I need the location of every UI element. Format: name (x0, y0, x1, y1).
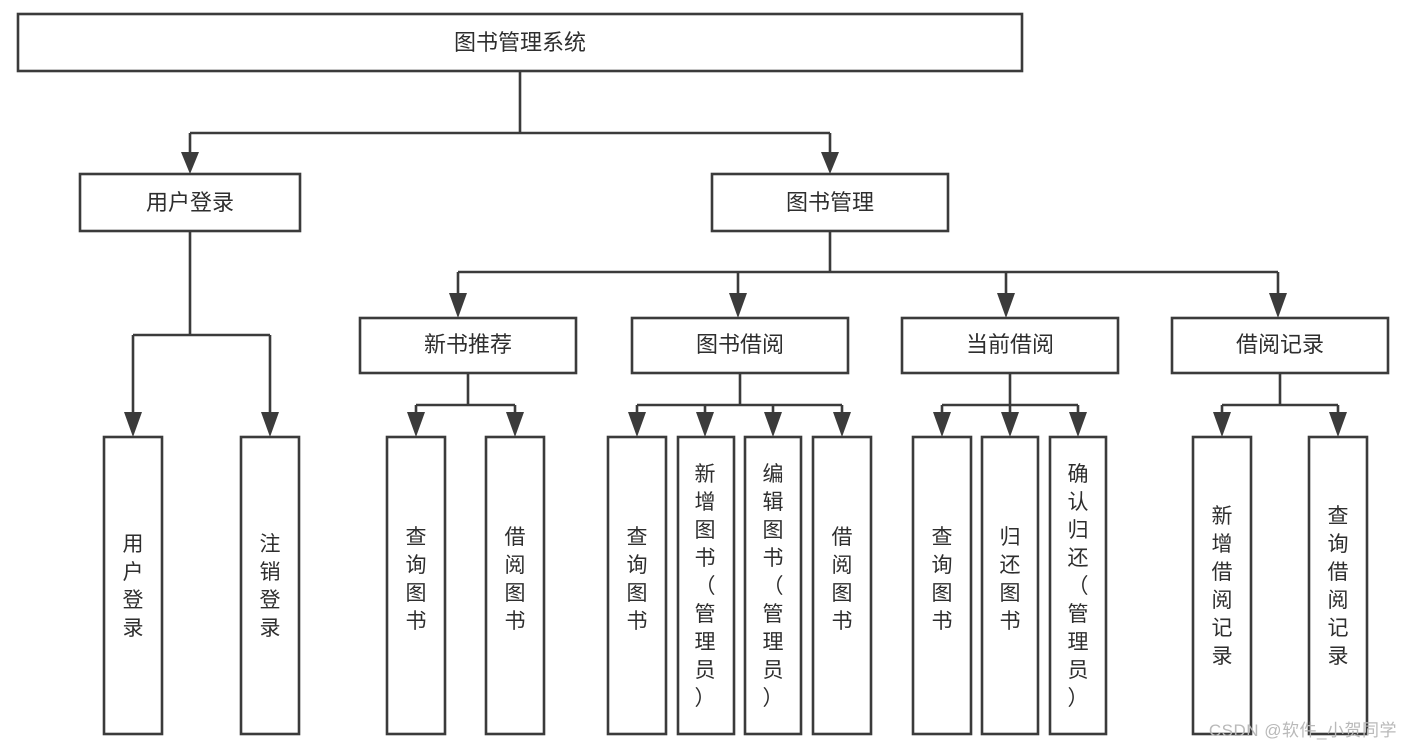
node-user-login[interactable]: 用户登录 (78, 172, 302, 233)
node-leaf-add-book[interactable]: 新增图书（管理员） (676, 435, 736, 736)
node-current-borrow[interactable]: 当前借阅 (900, 316, 1120, 375)
arrowhead-leaf-return-book (1001, 412, 1019, 437)
node-book-manage[interactable]: 图书管理 (710, 172, 950, 233)
node-leaf-borrow-book-2-label: 借阅图书 (832, 526, 853, 633)
node-leaf-query-record-box[interactable] (1307, 435, 1369, 736)
arrowhead-leaf-add-record (1213, 412, 1231, 437)
csdn-watermark: CSDN @软件_小贺同学 (1208, 721, 1397, 740)
arrowhead-leaf-add-book (696, 412, 714, 437)
node-leaf-borrow-book-1[interactable]: 借阅图书 (484, 435, 546, 736)
arrowhead-leaf-query-book-2 (628, 412, 646, 437)
node-root-label: 图书管理系统 (454, 30, 586, 55)
node-leaf-query-book-1-box[interactable] (385, 435, 447, 736)
node-new-book-recommend-label: 新书推荐 (424, 332, 512, 357)
arrowhead-leaf-logout-login (261, 412, 279, 437)
node-book-borrow[interactable]: 图书借阅 (630, 316, 850, 375)
node-borrow-record-box[interactable] (1170, 316, 1390, 375)
node-leaf-borrow-book-1-box[interactable] (484, 435, 546, 736)
node-borrow-record-label: 借阅记录 (1236, 332, 1324, 357)
node-new-book-recommend[interactable]: 新书推荐 (358, 316, 578, 375)
node-leaf-add-record[interactable]: 新增借阅记录 (1191, 435, 1253, 736)
edges-group (124, 71, 1347, 437)
node-leaf-edit-book[interactable]: 编辑图书（管理员） (743, 435, 803, 736)
node-leaf-confirm-return-box[interactable] (1048, 435, 1108, 736)
node-leaf-logout-login-box[interactable] (239, 435, 301, 736)
node-leaf-query-book-2-label: 查询图书 (627, 526, 648, 633)
arrowhead-borrow-record (1269, 293, 1287, 318)
node-leaf-query-book-2[interactable]: 查询图书 (606, 435, 668, 736)
node-borrow-record[interactable]: 借阅记录 (1170, 316, 1390, 375)
node-leaf-query-book-3[interactable]: 查询图书 (911, 435, 973, 736)
arrowhead-leaf-borrow-book-2 (833, 412, 851, 437)
node-leaf-add-book-box[interactable] (676, 435, 736, 736)
arrowhead-new-book-recommend (449, 293, 467, 318)
node-user-login-label: 用户登录 (146, 190, 234, 215)
node-leaf-query-record[interactable]: 查询借阅记录 (1307, 435, 1369, 736)
node-leaf-return-book[interactable]: 归还图书 (980, 435, 1040, 736)
arrowhead-book-manage (821, 152, 839, 174)
arrowhead-leaf-user-login (124, 412, 142, 437)
node-leaf-user-login-box[interactable] (102, 435, 164, 736)
arrowhead-user-login (181, 152, 199, 174)
node-leaf-query-book-3-box[interactable] (911, 435, 973, 736)
arrowhead-leaf-query-record (1329, 412, 1347, 437)
arrowhead-leaf-query-book-3 (933, 412, 951, 437)
node-leaf-add-record-label: 新增借阅记录 (1212, 505, 1233, 668)
node-leaf-edit-book-label: 编辑图书（管理员） (763, 463, 784, 710)
node-leaf-query-record-label: 查询借阅记录 (1328, 505, 1349, 668)
node-leaf-user-login-label: 用户登录 (123, 533, 144, 640)
node-leaf-edit-book-box[interactable] (743, 435, 803, 736)
node-leaf-add-book-label: 新增图书（管理员） (695, 463, 716, 710)
node-root[interactable]: 图书管理系统 (16, 12, 1024, 73)
node-user-login-box[interactable] (78, 172, 302, 233)
arrowhead-current-borrow (997, 293, 1015, 318)
node-current-borrow-label: 当前借阅 (966, 332, 1054, 357)
node-book-manage-box[interactable] (710, 172, 950, 233)
arrowhead-leaf-edit-book (764, 412, 782, 437)
node-leaf-confirm-return[interactable]: 确认归还（管理员） (1048, 435, 1108, 736)
node-leaf-confirm-return-label: 确认归还（管理员） (1068, 463, 1089, 710)
node-leaf-borrow-book-2[interactable]: 借阅图书 (811, 435, 873, 736)
node-book-manage-label: 图书管理 (786, 190, 874, 215)
node-leaf-query-book-1[interactable]: 查询图书 (385, 435, 447, 736)
arrowhead-book-borrow (729, 293, 747, 318)
node-book-borrow-label: 图书借阅 (696, 332, 784, 357)
node-leaf-borrow-book-1-label: 借阅图书 (505, 526, 526, 633)
node-root-box[interactable] (16, 12, 1024, 73)
node-leaf-add-record-box[interactable] (1191, 435, 1253, 736)
node-leaf-logout-login-label: 注销登录 (260, 533, 281, 640)
node-leaf-return-book-box[interactable] (980, 435, 1040, 736)
node-new-book-recommend-box[interactable] (358, 316, 578, 375)
arrowhead-leaf-confirm-return (1069, 412, 1087, 437)
node-leaf-logout-login[interactable]: 注销登录 (239, 435, 301, 736)
node-leaf-borrow-book-2-box[interactable] (811, 435, 873, 736)
node-leaf-user-login[interactable]: 用户登录 (102, 435, 164, 736)
arrowhead-leaf-query-book-1 (407, 412, 425, 437)
arrowhead-leaf-borrow-book-1 (506, 412, 524, 437)
node-leaf-query-book-1-label: 查询图书 (406, 526, 427, 633)
node-leaf-query-book-3-label: 查询图书 (932, 526, 953, 633)
node-book-borrow-box[interactable] (630, 316, 850, 375)
node-current-borrow-box[interactable] (900, 316, 1120, 375)
node-leaf-return-book-label: 归还图书 (1000, 526, 1021, 633)
node-leaf-query-book-2-box[interactable] (606, 435, 668, 736)
